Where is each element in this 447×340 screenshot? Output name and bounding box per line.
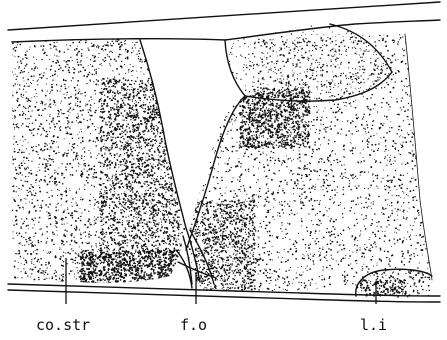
label-co-str: co.str [36,316,90,334]
bottom-border-line-lower [8,290,440,302]
bottom-border-line [8,284,440,296]
label-l-i: l.i [360,316,387,334]
left-stipple-region [9,37,190,288]
outline-strokes [8,2,440,302]
top-inner-line [12,20,440,42]
upper-lobe-right-edge [330,24,392,72]
label-f-o: f.o [180,316,207,334]
right-stipple-region [184,29,436,295]
top-border-line [8,2,440,30]
